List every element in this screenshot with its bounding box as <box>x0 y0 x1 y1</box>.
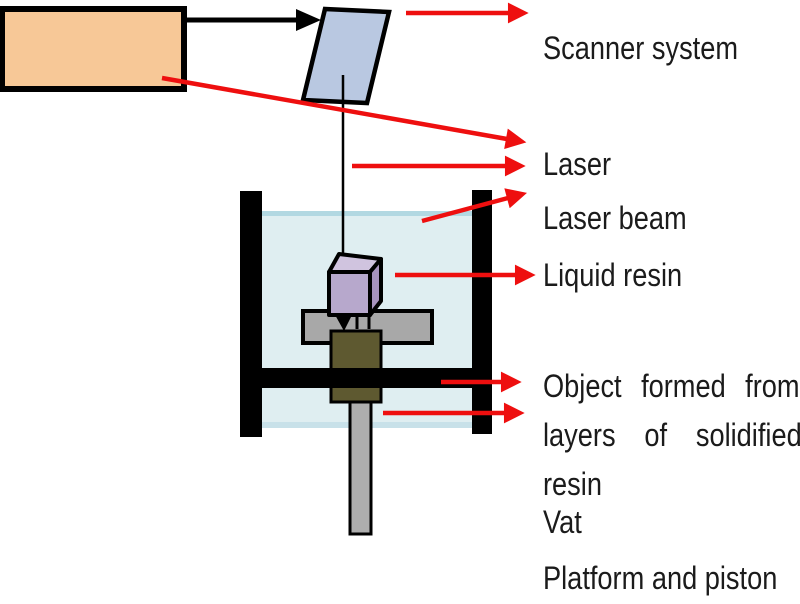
liquid-surface-line <box>262 211 472 216</box>
laser-to-scanner-arrowhead <box>296 9 321 31</box>
scanner-mirror <box>300 6 392 106</box>
label-scanner-system: Scanner system <box>543 30 739 66</box>
label-object-formed: Object formed from layers of solidified … <box>543 362 800 509</box>
label-vat: Vat <box>543 504 582 540</box>
label-object-line2: layers of solidified <box>543 417 800 453</box>
vat-right-wall <box>472 190 492 434</box>
platform-crossbar <box>240 368 492 388</box>
label-object-line1: Object formed from <box>543 368 800 404</box>
piston-block <box>329 329 383 404</box>
arrow-laser-from-source <box>161 75 527 150</box>
platform-notch-triangle <box>334 313 353 331</box>
vat-left-wall <box>240 191 262 437</box>
arrow-laser-beam <box>421 188 527 224</box>
piston-rod <box>348 400 373 536</box>
label-object-line3: resin <box>543 466 602 502</box>
label-liquid-resin: Liquid resin <box>543 257 683 293</box>
label-platform-piston: Platform and piston <box>543 560 778 596</box>
label-laser: Laser <box>543 146 612 182</box>
laser-source-box <box>0 6 187 92</box>
object-cube-front-face <box>327 270 372 317</box>
label-laser-beam: Laser beam <box>543 200 687 236</box>
